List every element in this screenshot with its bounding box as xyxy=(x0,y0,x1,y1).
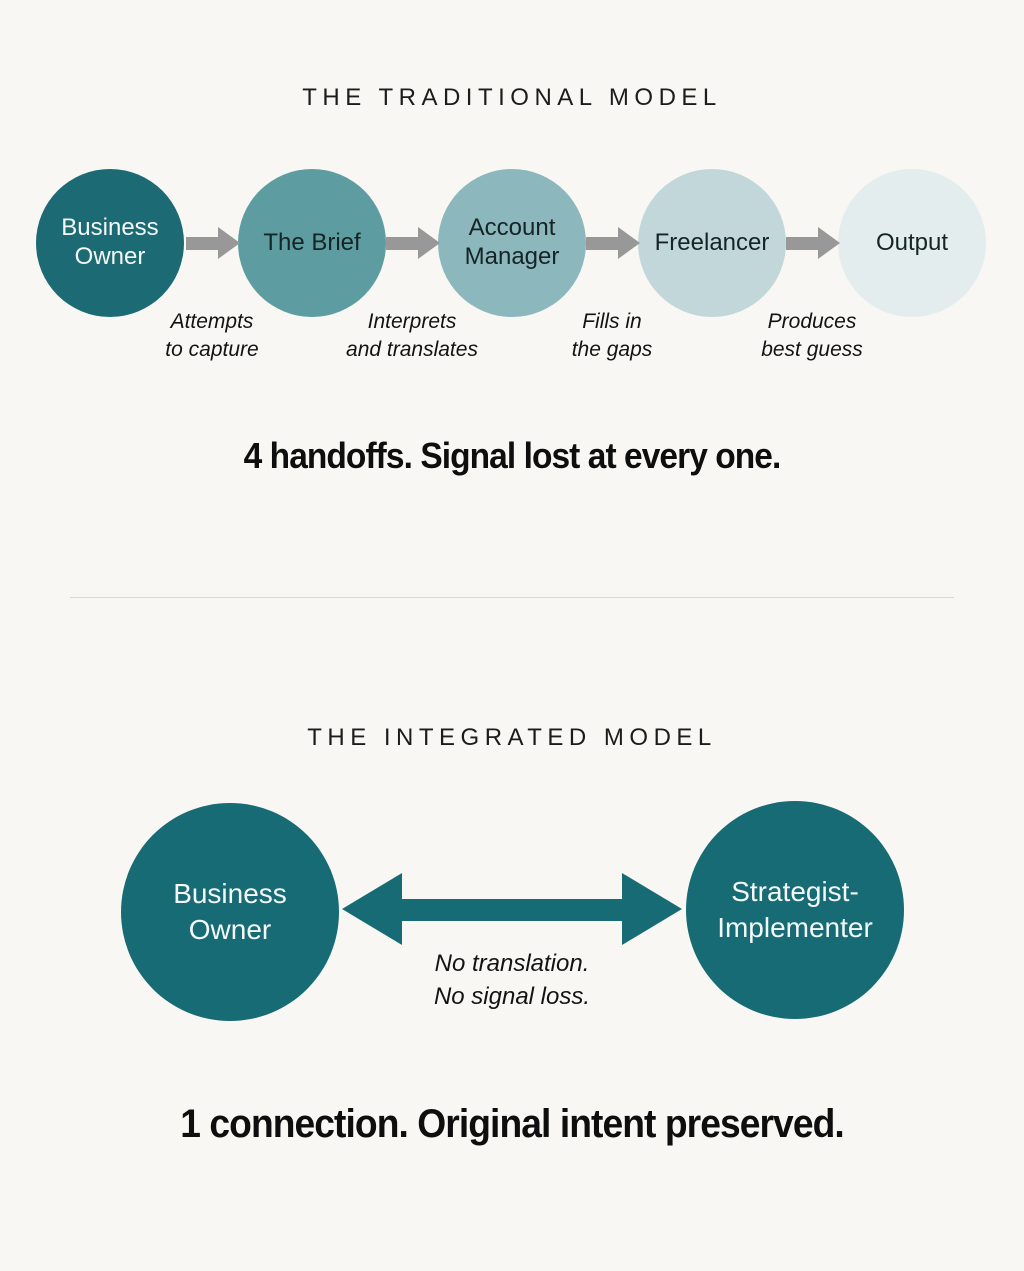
traditional-summary: 4 handoffs. Signal lost at every one. xyxy=(243,435,782,476)
node-label: Account Manager xyxy=(464,214,560,270)
handoff-arrow-icon xyxy=(418,227,440,259)
section-divider xyxy=(70,597,954,598)
node-label: Business Owner xyxy=(61,214,159,270)
node-label: Output xyxy=(875,228,949,256)
handoff-arrow-icon xyxy=(818,227,840,259)
node-freelancer: Freelancer xyxy=(638,169,786,317)
caption-line: No signal loss. xyxy=(433,982,591,1010)
node-label: Freelancer xyxy=(654,228,770,256)
caption-line: Interprets xyxy=(367,310,457,333)
node-label: Business Owner xyxy=(173,878,287,945)
caption-line: the gaps xyxy=(571,337,653,361)
handoff-caption: Produces best guess xyxy=(712,308,912,363)
connection-caption: No translation. No signal loss. xyxy=(362,948,662,1013)
traditional-model-title: THE TRADITIONAL MODEL xyxy=(302,84,722,111)
node-label: The Brief xyxy=(263,228,361,256)
node-label: Strategist-Implementer xyxy=(717,876,873,943)
caption-line: best guess xyxy=(761,337,863,361)
caption-line: Attempts xyxy=(170,310,254,333)
caption-line: Fills in xyxy=(582,310,642,333)
node-the-brief: The Brief xyxy=(238,169,386,317)
double-arrow-icon xyxy=(400,899,624,921)
handoff-arrow-icon xyxy=(618,227,640,259)
handoff-arrow-icon xyxy=(386,237,419,250)
handoff-arrow-icon xyxy=(586,237,619,250)
handoff-caption: Fills in the gaps xyxy=(512,308,712,363)
node-business-owner: Business Owner xyxy=(36,169,184,317)
handoff-arrow-icon xyxy=(186,237,219,250)
double-arrow-icon xyxy=(622,873,682,945)
node-output: Output xyxy=(838,169,986,317)
handoff-caption: Interprets and translates xyxy=(312,308,512,363)
caption-line: and translates xyxy=(346,337,478,361)
integrated-summary: 1 connection. Original intent preserved. xyxy=(180,1102,844,1146)
handoff-arrow-icon xyxy=(218,227,240,259)
node-business-owner: Business Owner xyxy=(121,803,339,1021)
double-arrow-icon xyxy=(342,873,402,945)
caption-line: to capture xyxy=(165,337,259,361)
node-strategist-implementer: Strategist-Implementer xyxy=(686,801,904,1019)
integrated-model-title: THE INTEGRATED MODEL xyxy=(307,724,717,751)
caption-line: Produces xyxy=(767,310,857,333)
node-account-manager: Account Manager xyxy=(438,169,586,317)
handoff-caption: Attempts to capture xyxy=(112,308,312,363)
handoff-arrow-icon xyxy=(786,237,819,250)
caption-line: No translation. xyxy=(434,950,590,977)
